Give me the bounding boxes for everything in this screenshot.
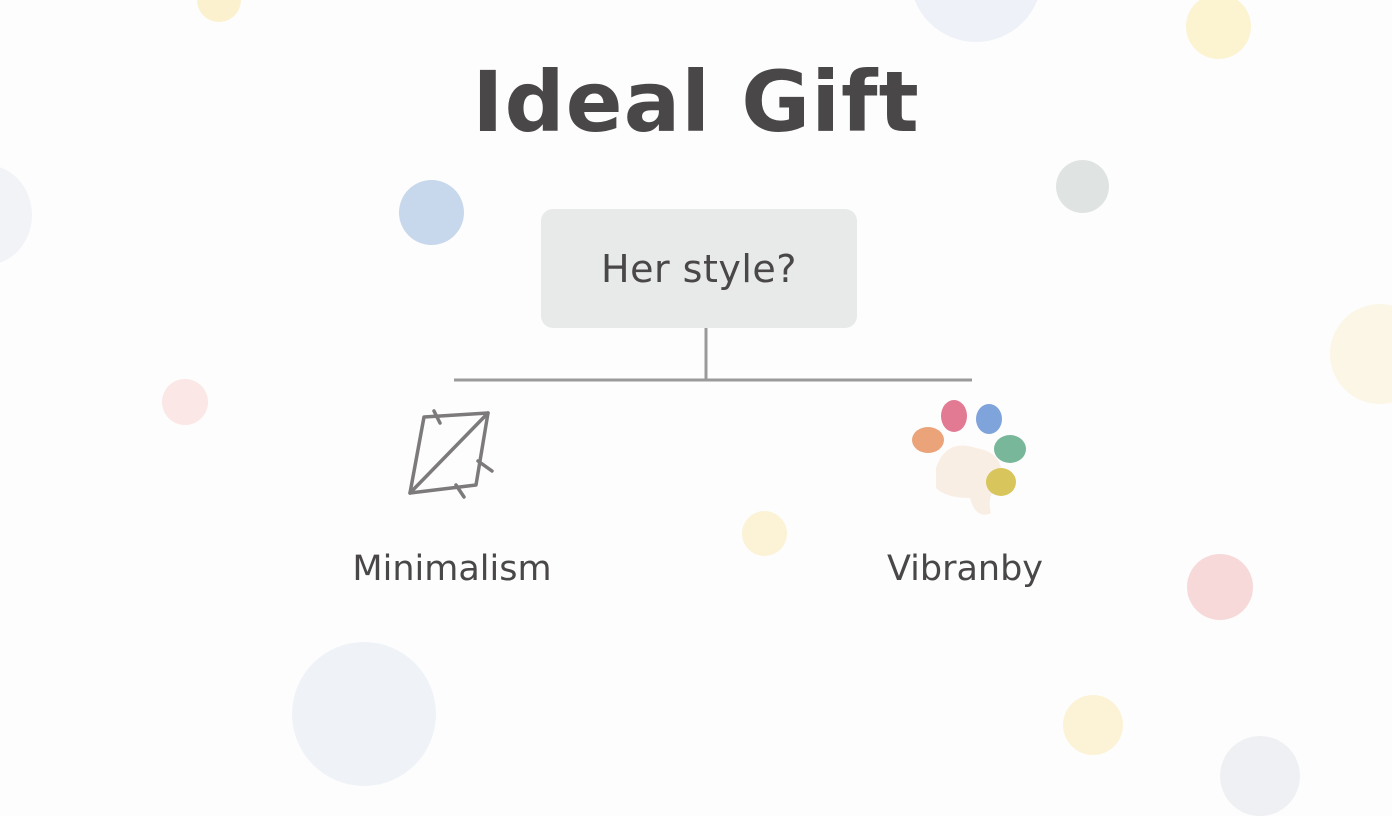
question-label: Her style?: [601, 246, 797, 291]
question-node: Her style?: [541, 209, 857, 328]
option-label-vibrancy: Vibranby: [886, 549, 1044, 589]
decor-dot: [162, 379, 208, 425]
minimal-line-icon: [408, 409, 494, 499]
decor-dot: [1056, 160, 1109, 213]
decor-dot: [197, 0, 241, 22]
decor-dot: [399, 180, 464, 245]
option-label-minimalism: Minimalism: [352, 549, 552, 589]
decor-dot: [1187, 554, 1253, 620]
tree-connector: [454, 328, 972, 382]
paint-palette-icon: [912, 400, 1026, 515]
decor-dot: [1063, 695, 1123, 755]
decor-dot: [1186, 0, 1251, 59]
diagram-title: Ideal Gift: [472, 53, 920, 151]
decor-dot: [742, 511, 787, 556]
